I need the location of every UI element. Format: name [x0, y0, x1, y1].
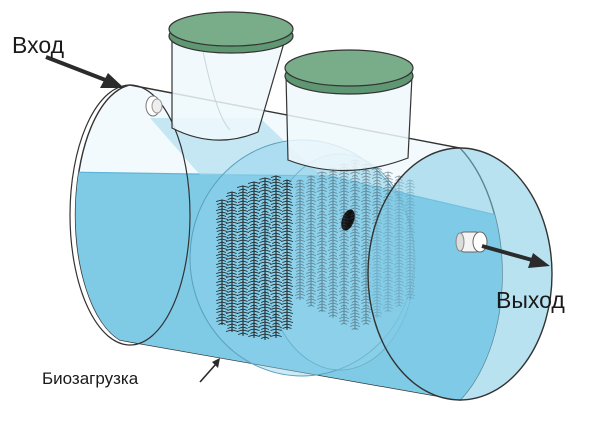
inlet-arrow-icon: [45, 55, 124, 88]
media-brush: [215, 199, 229, 325]
media-brush: [269, 175, 283, 338]
media-brush: [225, 191, 239, 332]
lid-left: [168, 11, 294, 47]
media-brush: [236, 185, 250, 336]
tank-right-end: [367, 147, 553, 401]
outlet-arrow-icon: [481, 244, 550, 268]
outlet-pipe-icon: [455, 231, 488, 253]
tank-left-end: [69, 84, 191, 346]
bio-media-label: Биозагрузка: [42, 369, 139, 388]
riser-left: [168, 11, 294, 141]
riser-right: [284, 49, 414, 172]
media-arrow-icon: [199, 358, 220, 383]
inlet-label: Вход: [12, 32, 65, 58]
media-brush: [316, 171, 328, 312]
media-brush: [305, 175, 317, 307]
media-brush: [280, 179, 294, 330]
inlet-pipe-icon: [145, 95, 163, 117]
lid-right: [284, 49, 414, 87]
outlet-label: Выход: [496, 287, 565, 313]
media-brush: [258, 177, 272, 340]
media-brush: [247, 181, 261, 338]
media-brush: [294, 179, 306, 300]
